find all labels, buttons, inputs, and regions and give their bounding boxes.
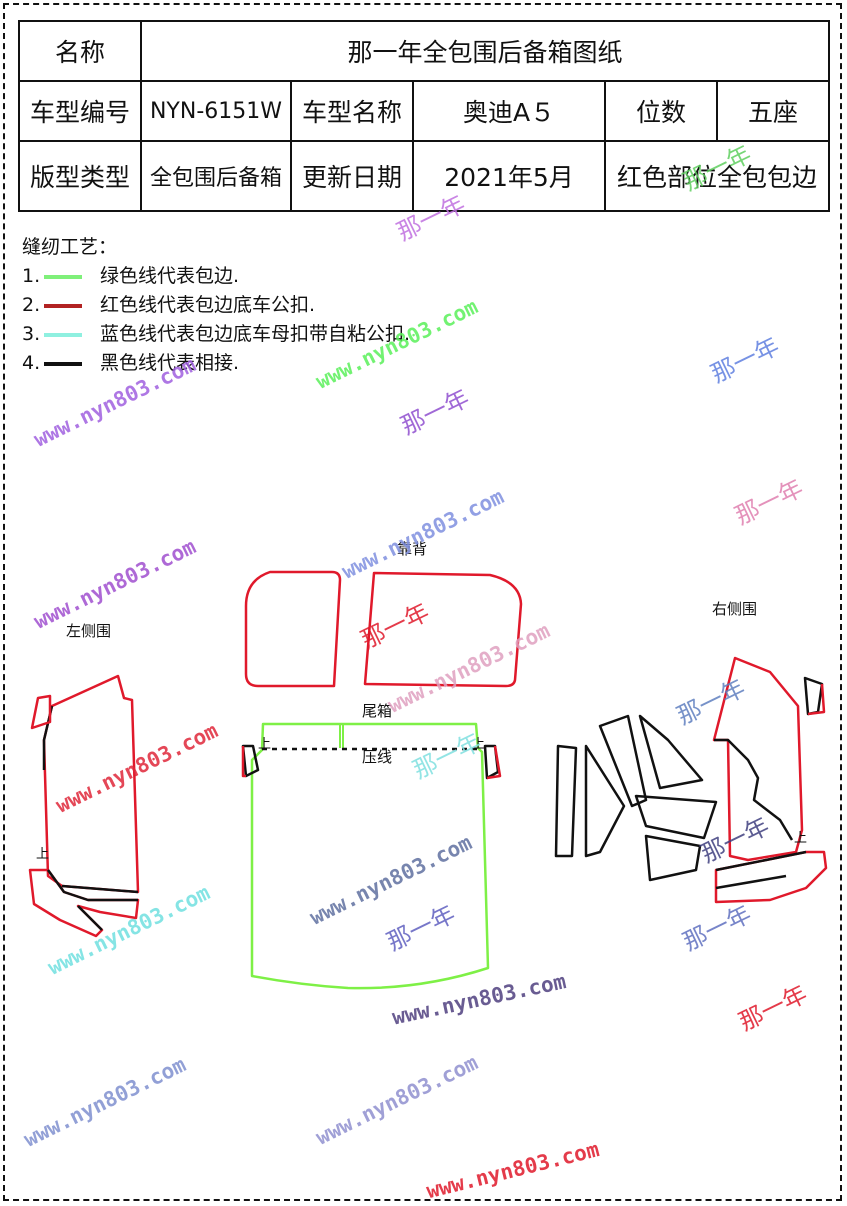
- drawing-title: 那一年全包围后备箱图纸: [139, 20, 831, 82]
- right-side-tab: [803, 676, 824, 716]
- type-label: 版型类型: [18, 140, 142, 212]
- right-side-lower-piece: [714, 850, 828, 904]
- trunk-tab-right: [483, 744, 500, 780]
- up-mark: 上: [36, 847, 49, 862]
- model-code: NYN-6151W: [140, 80, 292, 142]
- trunk-floor-piece: [250, 722, 490, 990]
- process-title: 缝纫工艺：: [22, 236, 118, 258]
- backrest-right-piece: [363, 571, 523, 688]
- name-label: 名称: [18, 20, 142, 82]
- date-value: 2021年5月: [412, 140, 606, 212]
- page-border: [3, 3, 842, 1201]
- seats-label: 位数: [604, 80, 718, 142]
- green-line-swatch: [44, 274, 82, 279]
- right-cut-piece-4: [638, 714, 704, 790]
- type-value: 全包围后备箱: [140, 140, 292, 212]
- date-label: 更新日期: [290, 140, 414, 212]
- up-mark: 上: [794, 831, 807, 846]
- right-cut-piece-3: [598, 714, 648, 808]
- right-cut-piece-2: [584, 744, 626, 858]
- back-label: 靠背: [397, 540, 427, 558]
- note-value: 红色部位全包包边: [603, 140, 831, 212]
- press-line-label: 压线: [362, 748, 392, 766]
- backrest-left-piece: [244, 570, 342, 688]
- process-item: 4. 黑色线代表相接.: [22, 352, 240, 374]
- right-cut-piece-6: [644, 834, 702, 882]
- process-item: 3. 蓝色线代表包边底车母扣带自粘公扣.: [22, 323, 411, 345]
- black-line-swatch: [44, 361, 82, 366]
- process-item: 2. 红色线代表包边底车公扣.: [22, 294, 316, 316]
- right-side-label: 右侧围: [712, 600, 757, 618]
- model-name: 奥迪A５: [412, 80, 606, 142]
- left-side-label: 左侧围: [66, 622, 111, 640]
- blue-line-swatch: [44, 332, 82, 337]
- process-item: 1. 绿色线代表包边.: [22, 265, 240, 287]
- model-name-label: 车型名称: [290, 80, 414, 142]
- trunk-label: 尾箱: [362, 702, 392, 720]
- up-mark: 上: [472, 737, 485, 752]
- sewing-process: 缝纫工艺： 1. 绿色线代表包边. 2. 红色线代表包边底车公扣. 3. 蓝色线…: [22, 233, 410, 378]
- trunk-tab-left: [241, 744, 260, 778]
- seats-value: 五座: [715, 80, 831, 142]
- right-cut-piece-5: [634, 794, 718, 840]
- up-mark: 上: [258, 737, 271, 752]
- model-code-label: 车型编号: [18, 80, 142, 142]
- info-table: 名称 那一年全包围后备箱图纸 车型编号 NYN-6151W 车型名称 奥迪A５ …: [18, 20, 831, 212]
- right-cut-piece-1: [554, 744, 578, 858]
- red-line-swatch: [44, 303, 82, 308]
- left-side-tab: [30, 694, 52, 730]
